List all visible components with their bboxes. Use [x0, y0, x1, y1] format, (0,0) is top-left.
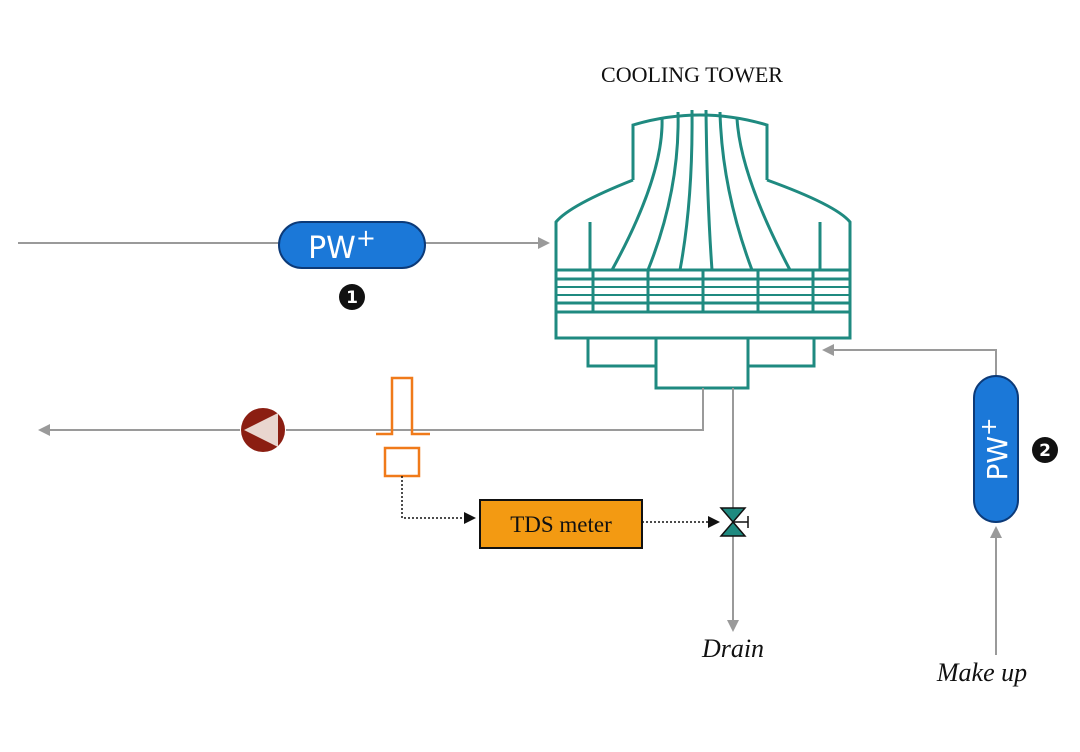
tds-sensor-icon [376, 376, 430, 478]
diagram-title: COOLING TOWER [601, 62, 783, 87]
drain-label: Drain [701, 634, 764, 663]
pump-icon [241, 408, 285, 452]
pw-unit-2: PW+ [973, 375, 1019, 523]
signal-line-sensor [401, 476, 476, 524]
pw-2-label: PW [981, 436, 1014, 481]
badge-1-number: 1 [346, 288, 358, 308]
tds-meter-label: TDS meter [510, 512, 612, 537]
pw-2-superscript: + [977, 417, 1002, 435]
svg-text:PW+: PW+ [308, 224, 376, 266]
makeup-pipe-upper [822, 344, 997, 378]
svg-text:PW+: PW+ [977, 417, 1014, 480]
tds-meter: TDS meter [479, 499, 643, 549]
pw-1-label: PW [308, 231, 356, 266]
outlet-pipe [286, 388, 704, 431]
pw-1-superscript: + [356, 224, 376, 252]
badge-1: 1 [339, 284, 365, 310]
cooling-tower-icon [554, 109, 852, 390]
makeup-label: Make up [936, 658, 1027, 687]
badge-2-number: 2 [1039, 441, 1051, 461]
pw-unit-1: PW+ [278, 221, 426, 269]
drain-valve-icon [719, 507, 749, 537]
badge-2: 2 [1032, 437, 1058, 463]
